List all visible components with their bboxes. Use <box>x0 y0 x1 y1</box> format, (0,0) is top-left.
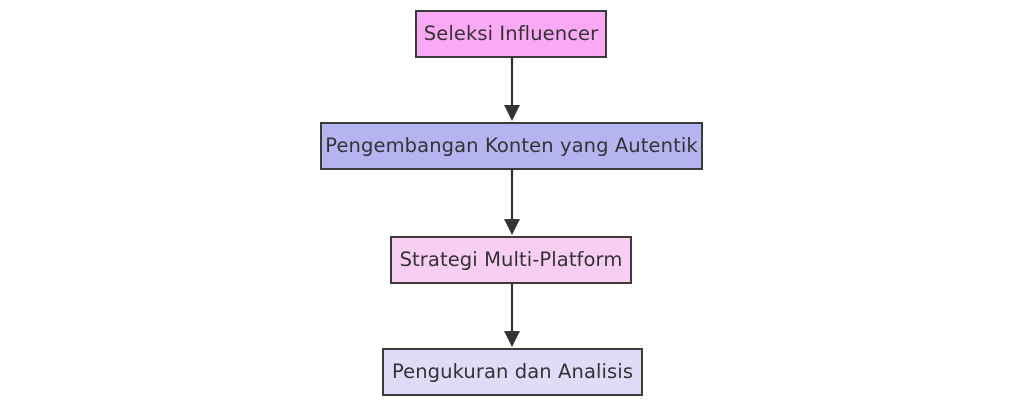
flowchart-node-pengukuran-dan-analisis[interactable]: Pengukuran dan Analisis <box>382 348 643 396</box>
flowchart-node-label: Strategi Multi-Platform <box>399 248 623 272</box>
flowchart-node-seleksi-influencer[interactable]: Seleksi Influencer <box>415 10 607 58</box>
flowchart-node-label: Pengukuran dan Analisis <box>391 360 634 384</box>
flowchart-node-label: Seleksi Influencer <box>423 22 599 46</box>
connector-arrow-1 <box>492 58 532 122</box>
flowchart-node-label: Pengembangan Konten yang Autentik <box>325 134 698 158</box>
connector-arrow-2 <box>492 170 532 236</box>
connector-arrow-3 <box>492 284 532 348</box>
flowchart-node-pengembangan-konten[interactable]: Pengembangan Konten yang Autentik <box>320 122 703 170</box>
flowchart-node-strategi-multi-platform[interactable]: Strategi Multi-Platform <box>390 236 632 284</box>
